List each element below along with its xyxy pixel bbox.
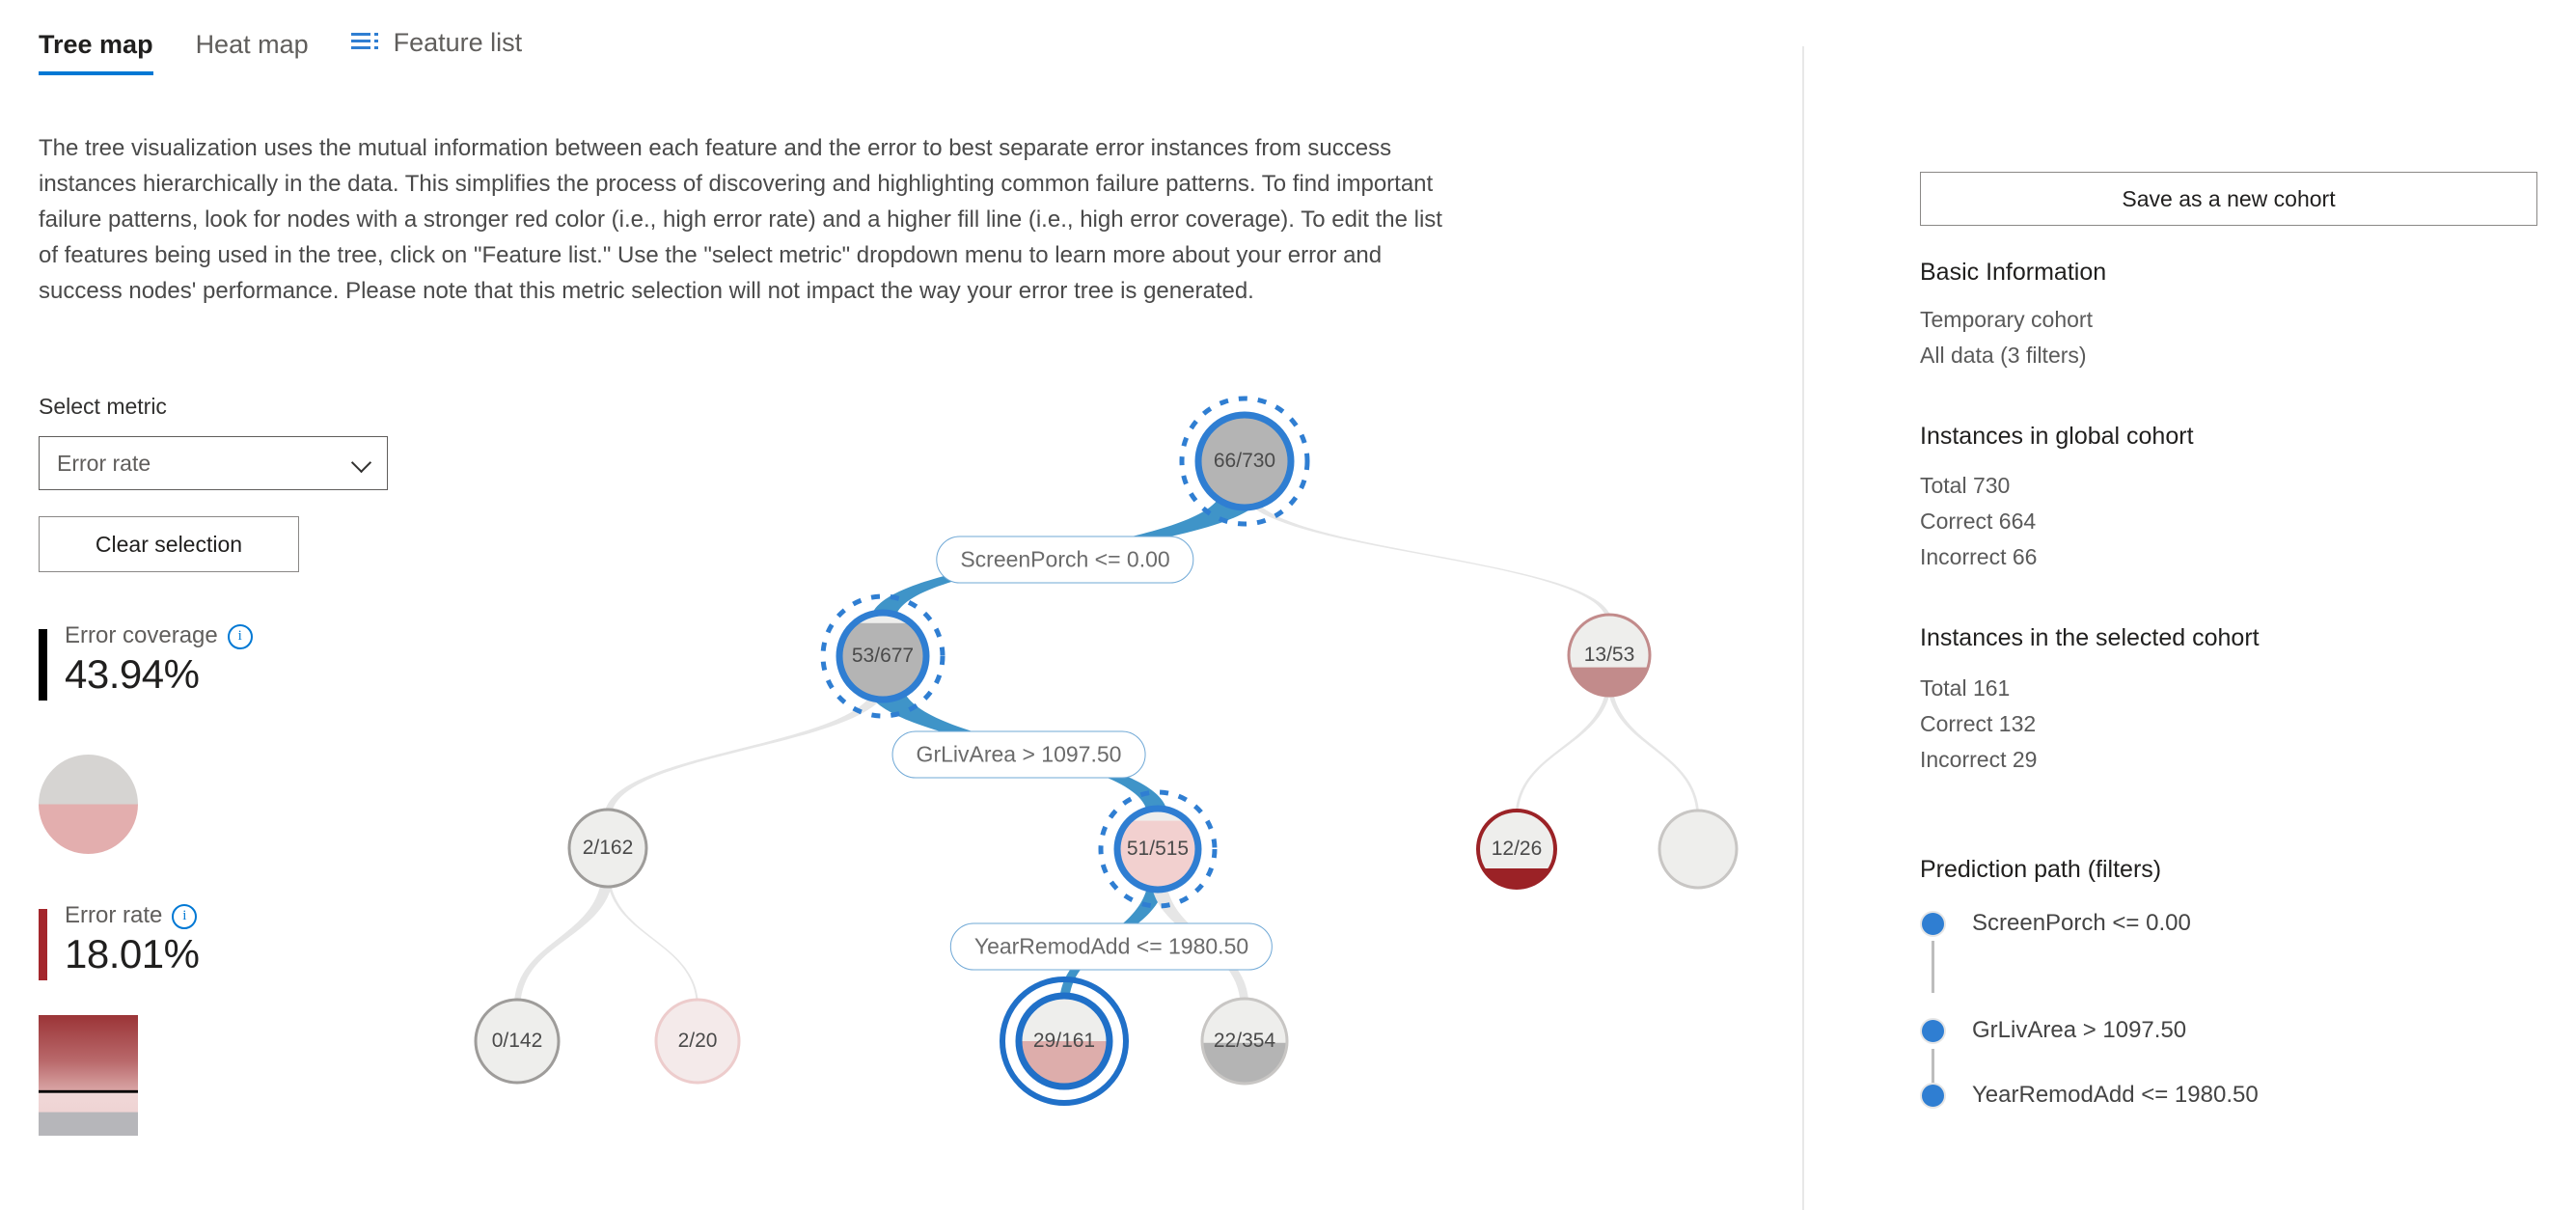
node-ring bbox=[654, 998, 741, 1085]
info-icon[interactable]: i bbox=[172, 904, 198, 929]
tab-heat-map-label: Heat map bbox=[195, 29, 309, 59]
error-rate-accent-bar bbox=[39, 909, 47, 980]
basic-information-line: All data (3 filters) bbox=[1920, 343, 2087, 368]
tree-node[interactable] bbox=[1098, 789, 1218, 909]
tab-heat-map[interactable]: Heat map bbox=[175, 29, 330, 75]
prediction-path-label: YearRemodAdd <= 1980.50 bbox=[1972, 1082, 2259, 1108]
panel-divider bbox=[1802, 46, 1804, 1210]
view-tabs: Tree map Heat map Feature list bbox=[39, 27, 543, 75]
global-cohort-line: Total 730 bbox=[1920, 473, 2011, 498]
selected-cohort-line: Total 161 bbox=[1920, 675, 2011, 701]
tree-node[interactable] bbox=[1476, 809, 1557, 890]
path-node-icon bbox=[1920, 1017, 1946, 1044]
error-rate-label: Error rate i bbox=[65, 902, 198, 929]
error-rate-legend-gradient bbox=[39, 1015, 138, 1136]
tree-node[interactable] bbox=[1000, 976, 1129, 1106]
node-ring bbox=[1567, 613, 1652, 698]
tree-svg bbox=[474, 396, 1739, 1106]
list-icon bbox=[350, 29, 380, 60]
tab-tree-map-label: Tree map bbox=[39, 29, 153, 59]
tree-edge-label[interactable]: YearRemodAdd <= 1980.50 bbox=[949, 922, 1274, 971]
tree-edge bbox=[606, 869, 699, 1008]
node-selection-dashed-ring bbox=[1098, 789, 1218, 909]
tree-node[interactable] bbox=[1567, 613, 1652, 698]
info-icon[interactable]: i bbox=[227, 624, 253, 649]
node-selection-dashed-ring bbox=[820, 593, 945, 719]
tree-description: The tree visualization uses the mutual i… bbox=[39, 135, 1442, 304]
tree-edge-label[interactable]: GrLivArea > 1097.50 bbox=[891, 730, 1146, 779]
node-ring bbox=[1200, 997, 1289, 1086]
prediction-path-item[interactable]: GrLivArea > 1097.50 bbox=[1920, 1017, 2186, 1044]
node-ring bbox=[567, 808, 648, 889]
node-base bbox=[476, 1000, 559, 1083]
clear-selection-button[interactable]: Clear selection bbox=[39, 516, 299, 572]
node-ring bbox=[1658, 809, 1739, 890]
tree-edge-label[interactable]: ScreenPorch <= 0.00 bbox=[936, 536, 1194, 584]
tab-tree-map[interactable]: Tree map bbox=[39, 29, 175, 75]
path-node-icon bbox=[1920, 1082, 1946, 1109]
select-metric-value: Error rate bbox=[57, 450, 151, 476]
path-connector bbox=[1932, 1049, 1934, 1101]
node-ring bbox=[1476, 809, 1557, 890]
basic-information-line: Temporary cohort bbox=[1920, 307, 2093, 332]
node-base bbox=[1659, 811, 1737, 888]
tree-edge bbox=[1515, 677, 1612, 818]
tree-edge bbox=[1240, 486, 1612, 623]
error-coverage-label: Error coverage i bbox=[65, 622, 253, 649]
error-coverage-value: 43.94% bbox=[65, 651, 200, 697]
prediction-path-heading: Prediction path (filters) bbox=[1920, 856, 2162, 883]
save-as-new-cohort-button[interactable]: Save as a new cohort bbox=[1920, 172, 2537, 226]
prediction-path-item[interactable]: ScreenPorch <= 0.00 bbox=[1920, 910, 2191, 937]
global-cohort-line: Correct 664 bbox=[1920, 509, 2037, 534]
tree-node[interactable] bbox=[1179, 396, 1310, 527]
tree-node[interactable] bbox=[820, 593, 945, 719]
tree-node[interactable] bbox=[654, 998, 741, 1085]
error-coverage-accent-bar bbox=[39, 629, 47, 701]
path-connector bbox=[1932, 941, 1934, 993]
selected-cohort-line: Correct 132 bbox=[1920, 711, 2037, 736]
basic-information-heading: Basic Information bbox=[1920, 259, 2107, 286]
error-coverage-label-text: Error coverage bbox=[65, 622, 218, 648]
tab-feature-list[interactable]: Feature list bbox=[330, 27, 544, 75]
node-ring bbox=[1015, 992, 1113, 1090]
error-coverage-legend-circle bbox=[39, 755, 138, 854]
selected-cohort-line: Incorrect 29 bbox=[1920, 747, 2038, 772]
node-ring bbox=[1113, 805, 1202, 894]
tree-edge bbox=[513, 869, 614, 1008]
tree-node[interactable] bbox=[474, 998, 561, 1085]
node-base bbox=[656, 1000, 739, 1083]
path-node-icon bbox=[1920, 910, 1946, 937]
prediction-path-item[interactable]: YearRemodAdd <= 1980.50 bbox=[1920, 1082, 2259, 1109]
node-ring bbox=[836, 609, 930, 703]
error-rate-value: 18.01% bbox=[65, 931, 200, 976]
node-base bbox=[569, 810, 646, 887]
node-error-fill bbox=[1202, 1042, 1287, 1084]
node-error-fill bbox=[1019, 1041, 1110, 1086]
node-base bbox=[1198, 415, 1291, 508]
node-ring bbox=[474, 998, 561, 1085]
select-metric-label: Select metric bbox=[39, 394, 167, 419]
selected-cohort-heading: Instances in the selected cohort bbox=[1920, 624, 2260, 651]
tree-node[interactable] bbox=[1658, 809, 1739, 890]
global-cohort-line: Incorrect 66 bbox=[1920, 544, 2038, 569]
prediction-path-label: ScreenPorch <= 0.00 bbox=[1972, 910, 2191, 936]
tree-edge bbox=[604, 679, 890, 817]
prediction-path-label: GrLivArea > 1097.50 bbox=[1972, 1017, 2187, 1043]
tree-node[interactable] bbox=[1200, 997, 1289, 1086]
select-metric-dropdown[interactable]: Error rate bbox=[39, 436, 388, 490]
tab-feature-list-label: Feature list bbox=[393, 28, 523, 57]
node-error-fill bbox=[1569, 667, 1650, 696]
error-rate-label-text: Error rate bbox=[65, 902, 163, 928]
node-selection-dashed-ring bbox=[1179, 396, 1310, 527]
global-cohort-heading: Instances in global cohort bbox=[1920, 423, 2194, 450]
node-ring bbox=[1194, 411, 1295, 511]
tree-edge bbox=[1606, 677, 1700, 818]
node-selection-outer-ring bbox=[1000, 976, 1129, 1106]
tree-node[interactable] bbox=[567, 808, 648, 889]
